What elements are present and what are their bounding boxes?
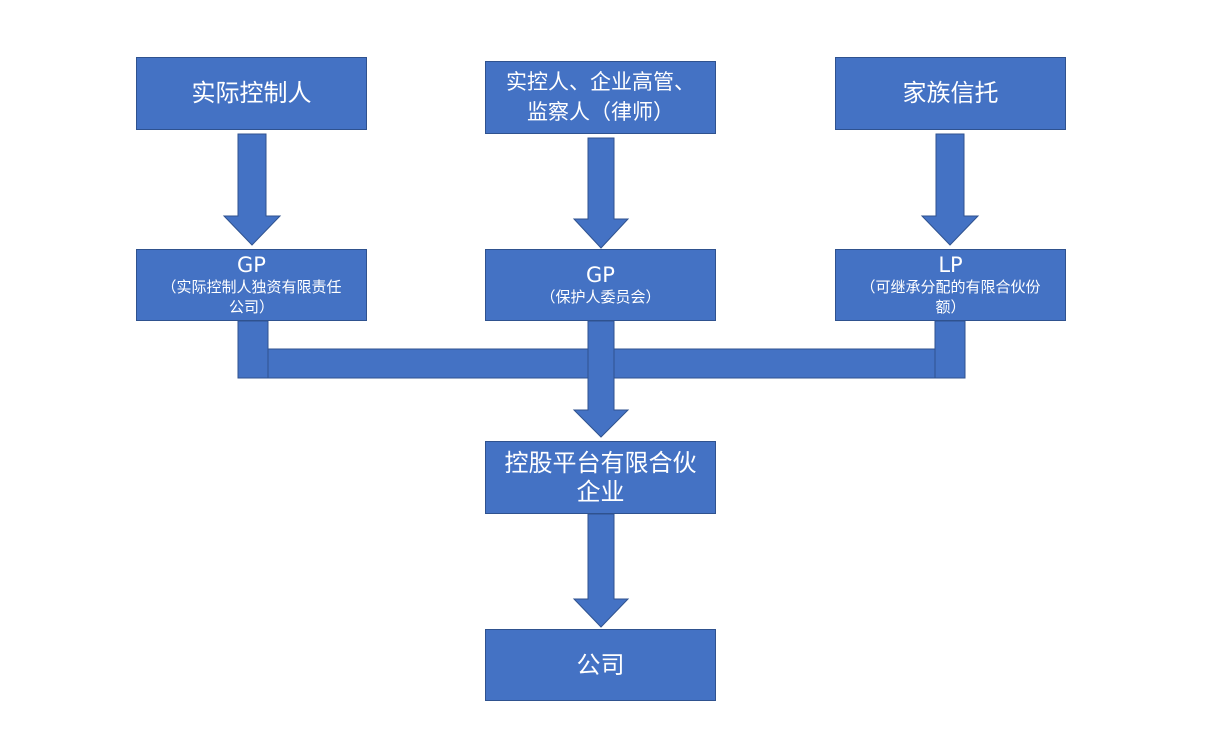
node-executives: 实控人、企业高管、 监察人（律师） (485, 61, 716, 134)
node-sub-line1: （可继承分配的有限合伙份 (860, 278, 1041, 297)
node-family-trust: 家族信托 (835, 57, 1066, 130)
arrow-executives-to-gp (572, 137, 630, 249)
node-label-line2: 企业 (576, 477, 625, 506)
arrow-actual-controller-to-gp (222, 133, 282, 246)
node-label-line1: 实控人、企业高管、 (506, 70, 695, 95)
node-holding-platform: 控股平台有限合伙 企业 (485, 441, 716, 514)
node-label: 公司 (576, 650, 625, 679)
node-label-line2: 监察人（律师） (527, 99, 674, 124)
node-gp-left: GP （实际控制人独资有限责任 公司） (136, 249, 367, 321)
node-label: 家族信托 (902, 79, 999, 108)
arrow-gp-to-holding-platform (572, 320, 630, 438)
node-company: 公司 (485, 629, 716, 701)
arrow-holding-platform-to-company (572, 513, 630, 628)
drop-left (237, 320, 269, 379)
node-sub-line2: 额） (935, 297, 966, 316)
node-sub-line2: 公司） (228, 297, 274, 316)
node-actual-controller: 实际控制人 (136, 57, 367, 130)
drop-right (934, 320, 966, 379)
arrow-family-trust-to-lp (920, 133, 980, 246)
node-label-line1: 控股平台有限合伙 (504, 448, 697, 477)
node-sub-line1: （保护人委员会） (540, 287, 661, 306)
node-gp-middle: GP （保护人委员会） (485, 249, 716, 321)
node-label: 实际控制人 (191, 79, 312, 108)
node-title: GP (586, 262, 615, 287)
node-title: LP (938, 252, 963, 277)
node-lp-right: LP （可继承分配的有限合伙份 额） (835, 249, 1066, 321)
node-sub-line1: （实际控制人独资有限责任 (161, 278, 342, 297)
node-title: GP (237, 252, 266, 277)
